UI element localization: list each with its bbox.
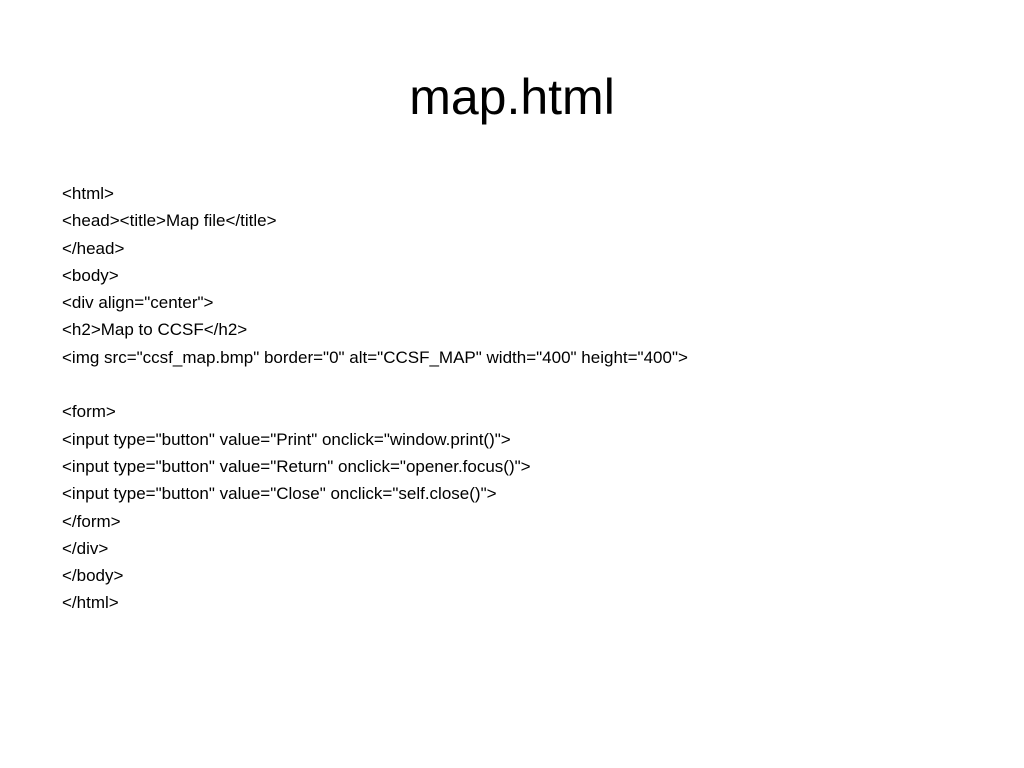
code-line: <input type="button" value="Close" oncli… xyxy=(62,484,497,504)
code-line: <body> xyxy=(62,265,119,285)
code-listing: <html> <head><title>Map file</title> </h… xyxy=(62,180,962,617)
code-line: </div> xyxy=(62,538,109,558)
code-line: </html> xyxy=(62,593,119,613)
code-line: <head><title>Map file</title> xyxy=(62,211,277,231)
code-line: <div align="center"> xyxy=(62,293,214,313)
blank-line xyxy=(62,371,962,398)
code-line: </body> xyxy=(62,566,124,586)
code-line: <form> xyxy=(62,402,116,422)
code-line: </head> xyxy=(62,238,125,258)
code-line: <h2>Map to CCSF</h2> xyxy=(62,320,248,340)
code-line: <img src="ccsf_map.bmp" border="0" alt="… xyxy=(62,347,688,367)
slide-title: map.html xyxy=(409,69,615,125)
code-line: </form> xyxy=(62,511,121,531)
code-line: <input type="button" value="Print" oncli… xyxy=(62,429,511,449)
code-line: <input type="button" value="Return" oncl… xyxy=(62,456,531,476)
code-line: <html> xyxy=(62,184,114,203)
